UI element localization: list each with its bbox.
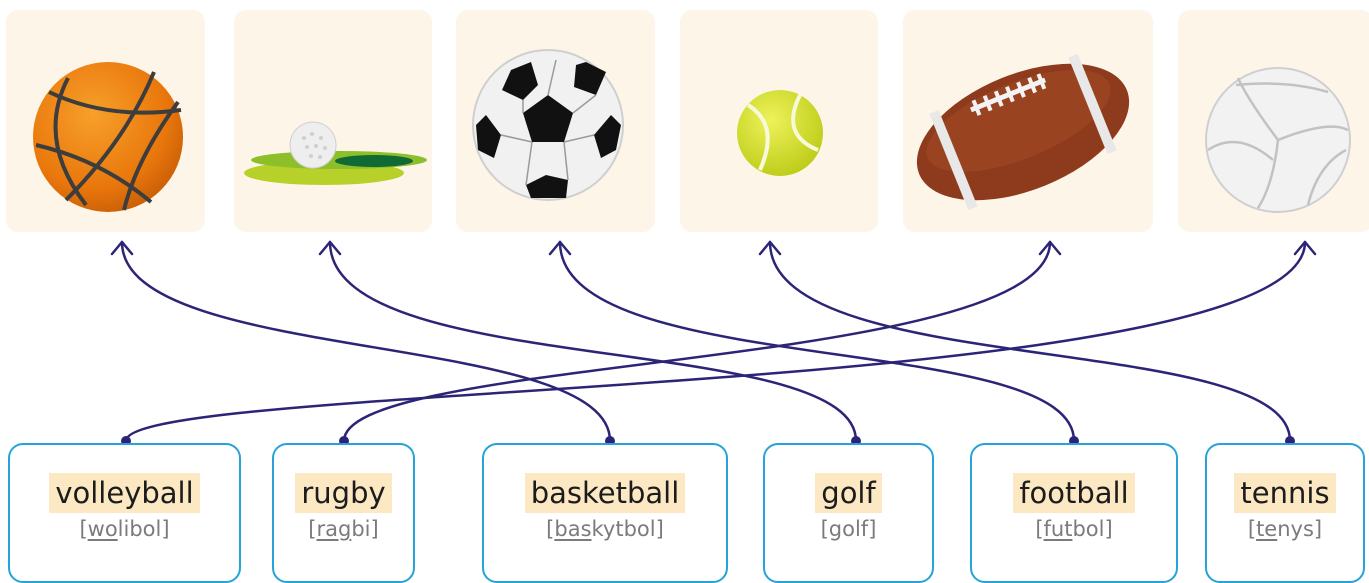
link-golf xyxy=(328,240,858,443)
pronunciation: [futbol] xyxy=(1035,517,1113,541)
arrowhead-basketball xyxy=(110,240,134,256)
word-label: volleyball xyxy=(49,473,200,513)
image-card-tennis[interactable] xyxy=(680,10,878,232)
american-football-icon xyxy=(916,53,1130,211)
word-box-rugby[interactable]: rugby [ragbi] xyxy=(272,443,415,583)
image-card-basketball[interactable] xyxy=(6,10,205,232)
arrowhead-golf xyxy=(318,240,342,256)
link-volleyball xyxy=(124,240,1307,443)
word-box-basketball[interactable]: basketball [baskytbol] xyxy=(482,443,728,583)
word-box-tennis[interactable]: tennis [tenys] xyxy=(1205,443,1365,583)
word-label: rugby xyxy=(295,473,392,513)
word-box-golf[interactable]: golf [golf] xyxy=(763,443,934,583)
golf-ball-icon xyxy=(244,121,427,185)
image-card-volleyball[interactable] xyxy=(1178,10,1369,232)
word-box-volleyball[interactable]: volleyball [wolibol] xyxy=(8,443,241,583)
tennis-ball-icon xyxy=(737,90,823,176)
word-label: tennis xyxy=(1234,473,1336,513)
word-label: golf xyxy=(815,473,882,513)
pronunciation: [wolibol] xyxy=(79,517,170,541)
word-label: football xyxy=(1013,473,1135,513)
basketball-icon xyxy=(33,62,183,212)
arrowhead-volleyball xyxy=(1293,240,1317,256)
soccer-ball-icon xyxy=(472,49,624,201)
link-football xyxy=(558,240,1076,443)
image-card-golf[interactable] xyxy=(234,10,432,232)
matching-lines xyxy=(110,240,1317,446)
pronunciation: [golf] xyxy=(820,517,877,541)
pronunciation: [tenys] xyxy=(1247,517,1323,541)
link-tennis xyxy=(768,240,1292,443)
volleyball-icon xyxy=(1205,67,1351,213)
pronunciation: [baskytbol] xyxy=(546,517,664,541)
link-basketball xyxy=(120,240,612,443)
arrowhead-rugby xyxy=(1038,240,1062,256)
word-box-football[interactable]: football [futbol] xyxy=(970,443,1178,583)
arrowhead-tennis xyxy=(758,240,782,256)
pronunciation: [ragbi] xyxy=(308,517,379,541)
arrowhead-football xyxy=(548,240,572,256)
image-card-american-football[interactable] xyxy=(903,10,1153,232)
image-card-soccer[interactable] xyxy=(456,10,655,232)
word-label: basketball xyxy=(524,473,686,513)
link-rugby xyxy=(342,240,1052,443)
